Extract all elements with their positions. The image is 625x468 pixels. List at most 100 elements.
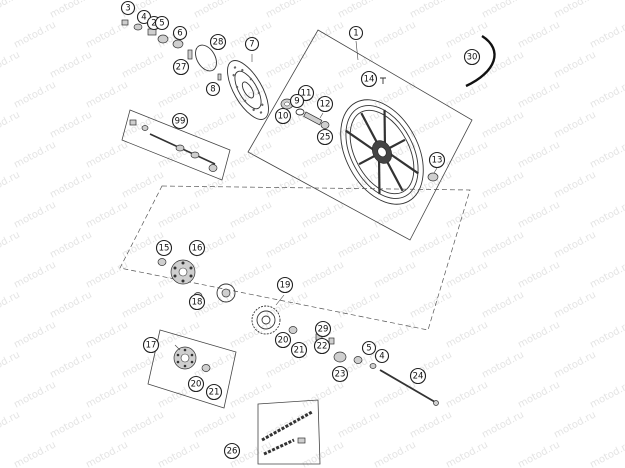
brake-disc — [227, 60, 269, 120]
callout-number: 11 — [301, 89, 312, 99]
callout-number: 99 — [175, 117, 186, 127]
watermark-text: motod.ru — [516, 19, 562, 50]
watermark-text: motod.ru — [372, 319, 418, 350]
watermark-text: motod.ru — [0, 349, 22, 380]
callout-number: 6 — [177, 29, 182, 39]
hub-flange — [216, 283, 236, 303]
part-callout-29: 29 — [314, 320, 332, 338]
watermark-text: motod.ru — [0, 169, 22, 200]
spacer-9 — [295, 108, 305, 116]
seal-6 — [172, 39, 184, 49]
callout-number: 15 — [159, 244, 170, 254]
watermark-text: motod.ru — [444, 439, 490, 468]
watermark-text: motod.ru — [552, 229, 598, 260]
watermark-text: motod.ru — [516, 379, 562, 410]
callout-number: 2 — [151, 19, 156, 29]
callout-number: 1 — [353, 29, 358, 39]
part-callout-30: 30 — [463, 48, 481, 66]
chain-panel — [257, 399, 321, 465]
watermark-text: motod.ru — [48, 49, 94, 80]
part-callout-8: 8 — [205, 81, 221, 97]
callout-circle — [428, 151, 446, 169]
watermark-text: motod.ru — [300, 379, 346, 410]
watermark-text: motod.ru — [480, 109, 526, 140]
watermark-text: motod.ru — [228, 259, 274, 290]
callout-number: 8 — [210, 85, 215, 95]
part-callout-20: 20 — [274, 331, 292, 349]
watermark-text: motod.ru — [408, 49, 454, 80]
part-callout-22: 22 — [313, 337, 331, 355]
part-callout-24: 24 — [409, 367, 427, 385]
watermark-text: motod.ru — [444, 259, 490, 290]
callout-number: 17 — [146, 341, 157, 351]
watermark-text: motod.ru — [12, 19, 58, 50]
callout-circle — [274, 107, 292, 125]
watermark-text: motod.ru — [516, 139, 562, 170]
watermark-text: motod.ru — [588, 259, 625, 290]
callout-number: 9 — [294, 97, 299, 107]
drive-chain — [261, 410, 313, 456]
watermark-text: motod.ru — [516, 319, 562, 350]
callout-number: 10 — [278, 112, 289, 122]
part-callout-26: 26 — [223, 442, 241, 460]
watermark-text: motod.ru — [156, 199, 202, 230]
bolt-29 — [328, 337, 335, 345]
watermark-text: motod.ru — [336, 229, 382, 260]
watermark-text: motod.ru — [264, 169, 310, 200]
callout-number: 19 — [280, 281, 291, 291]
part-callout-1: 1 — [348, 25, 364, 41]
watermark-text: motod.ru — [0, 409, 22, 440]
watermark-text: motod.ru — [372, 379, 418, 410]
watermark-text: motod.ru — [408, 109, 454, 140]
watermark-text: motod.ru — [552, 289, 598, 320]
watermark-text: motod.ru — [84, 379, 130, 410]
watermark-text: motod.ru — [516, 439, 562, 468]
callout-circle — [154, 15, 170, 31]
callout-circle — [188, 293, 206, 311]
bearing-25 — [320, 121, 330, 129]
watermark-text: motod.ru — [480, 49, 526, 80]
callout-circle — [205, 81, 221, 97]
watermark-text: motod.ru — [192, 0, 238, 21]
part-callout-15: 15 — [155, 239, 173, 257]
watermark-text: motod.ru — [408, 0, 454, 21]
watermark-text: motod.ru — [588, 139, 625, 170]
watermark-text: motod.ru — [552, 409, 598, 440]
callout-number: 3 — [125, 4, 130, 14]
watermark-text: motod.ru — [84, 319, 130, 350]
callout-circle — [316, 95, 334, 113]
watermark-text: motod.ru — [12, 199, 58, 230]
watermark-text: motod.ru — [552, 109, 598, 140]
watermark-text: motod.ru — [84, 199, 130, 230]
watermark-text: motod.ru — [588, 79, 625, 110]
watermark-text: motod.ru — [300, 199, 346, 230]
part-callout-16: 16 — [188, 239, 206, 257]
part-callout-10: 10 — [274, 107, 292, 125]
watermark-text: motod.ru — [0, 289, 22, 320]
callout-number: 16 — [192, 244, 203, 254]
callout-number: 28 — [213, 38, 224, 48]
callout-circle — [314, 320, 332, 338]
callout-number: 4 — [379, 352, 384, 362]
part-callout-99: 99 — [171, 112, 189, 130]
callout-number: 21 — [209, 388, 220, 398]
callout-number: 29 — [318, 325, 329, 335]
watermark-text: motod.ru — [552, 169, 598, 200]
callout-number: 27 — [176, 63, 187, 73]
watermark-text: motod.ru — [300, 19, 346, 50]
watermark-text: motod.ru — [552, 0, 598, 21]
watermark-text: motod.ru — [264, 229, 310, 260]
watermark-text: motod.ru — [48, 409, 94, 440]
watermark-text: motod.ru — [120, 169, 166, 200]
callout-number: 24 — [413, 372, 424, 382]
watermark-text: motod.ru — [48, 169, 94, 200]
part-callout-19: 19 — [276, 276, 294, 294]
callout-circle — [331, 365, 349, 383]
callout-number: 4 — [141, 13, 146, 23]
part-callout-5: 5 — [361, 340, 377, 356]
washer-4b — [369, 363, 377, 369]
watermark-text: motod.ru — [444, 379, 490, 410]
watermark-text: motod.ru — [336, 409, 382, 440]
callout-number: 12 — [320, 100, 331, 110]
